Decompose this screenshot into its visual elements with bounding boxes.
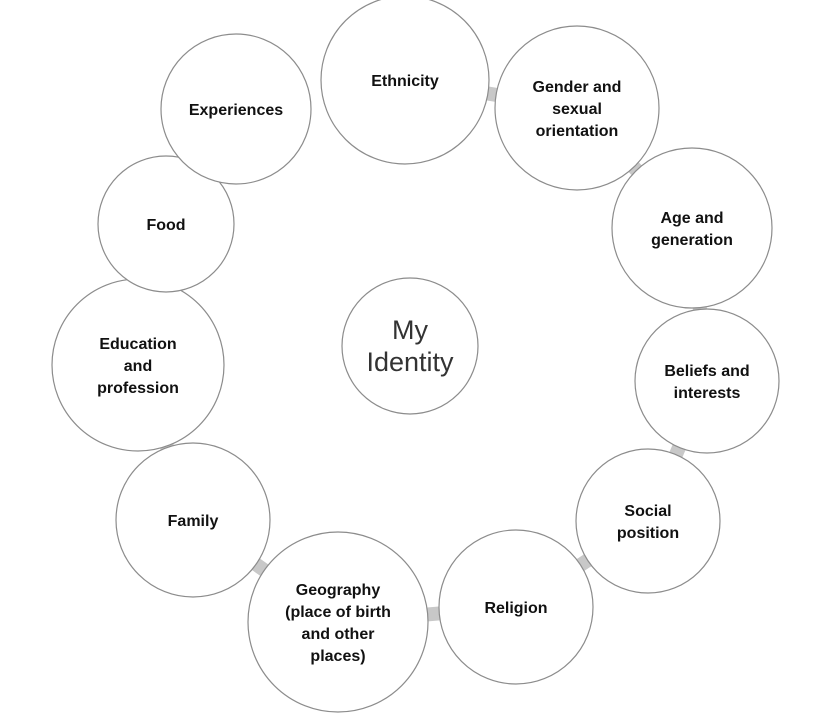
center-label-line: My [392,315,428,345]
node-ethnicity: Ethnicity [320,0,490,165]
node-label-line: interests [674,385,741,402]
node-label-line: Age and [660,210,723,227]
node-label-experiences: Experiences [189,102,283,119]
node-label-food: Food [146,217,185,234]
node-label-beliefs-and-interests: Beliefs and interests [664,363,749,402]
node-label-line: Beliefs and [664,363,749,380]
node-label-gender-and-sexual-orientation: Gender and sexual orientation [533,79,622,140]
node-circle-social-position [575,448,721,594]
node-family: Family [115,442,271,598]
center-circle [341,277,479,415]
node-label-ethnicity: Ethnicity [371,73,439,90]
node-circle-beliefs-and-interests [634,308,780,454]
node-label-line: Religion [484,600,547,617]
node-label-line: (place of birth [285,604,391,621]
node-label-line: Ethnicity [371,73,439,90]
node-label-line: Experiences [189,102,283,119]
node-geography: Geography (place of birth and other places) [247,531,429,713]
nodes: Ethnicity Gender and sexual orientationAge … [51,0,780,713]
node-circle-experiences [160,33,312,185]
node-label-line: and [124,358,152,375]
node-label-line: Education [99,336,176,353]
node-label-line: generation [651,232,733,249]
node-circle-age-and-generation [611,147,773,309]
node-label-geography: Geography (place of birth and other places) [285,582,391,665]
node-religion: Religion [438,529,594,685]
node-label-line: position [617,525,679,542]
node-label-religion: Religion [484,600,547,617]
node-label-age-and-generation: Age and generation [651,210,733,249]
node-label-education-and-profession: Education and profession [97,336,179,397]
node-label-line: places) [310,648,365,665]
node-label-family: Family [168,513,219,530]
center-label-line: Identity [366,347,454,377]
node-circle-geography [247,531,429,713]
node-circle-religion [438,529,594,685]
node-beliefs-and-interests: Beliefs and interests [634,308,780,454]
node-circle-gender-and-sexual-orientation [494,25,660,191]
node-label-social-position: Social position [617,503,679,542]
node-label-line: sexual [552,101,602,118]
node-label-line: profession [97,380,179,397]
node-label-line: Food [146,217,185,234]
node-label-line: and other [302,626,375,643]
node-gender-and-sexual-orientation: Gender and sexual orientation [494,25,660,191]
node-label-line: Family [168,513,219,530]
node-food: Food [97,155,235,293]
node-social-position: Social position [575,448,721,594]
node-education-and-profession: Education and profession [51,278,225,452]
node-circle-family [115,442,271,598]
node-label-line: Geography [296,582,381,599]
node-age-and-generation: Age and generation [611,147,773,309]
node-label-line: Social [624,503,671,520]
node-label-line: Gender and [533,79,622,96]
node-circle-food [97,155,235,293]
node-circle-ethnicity [320,0,490,165]
node-label-line: orientation [536,123,619,140]
node-experiences: Experiences [160,33,312,185]
